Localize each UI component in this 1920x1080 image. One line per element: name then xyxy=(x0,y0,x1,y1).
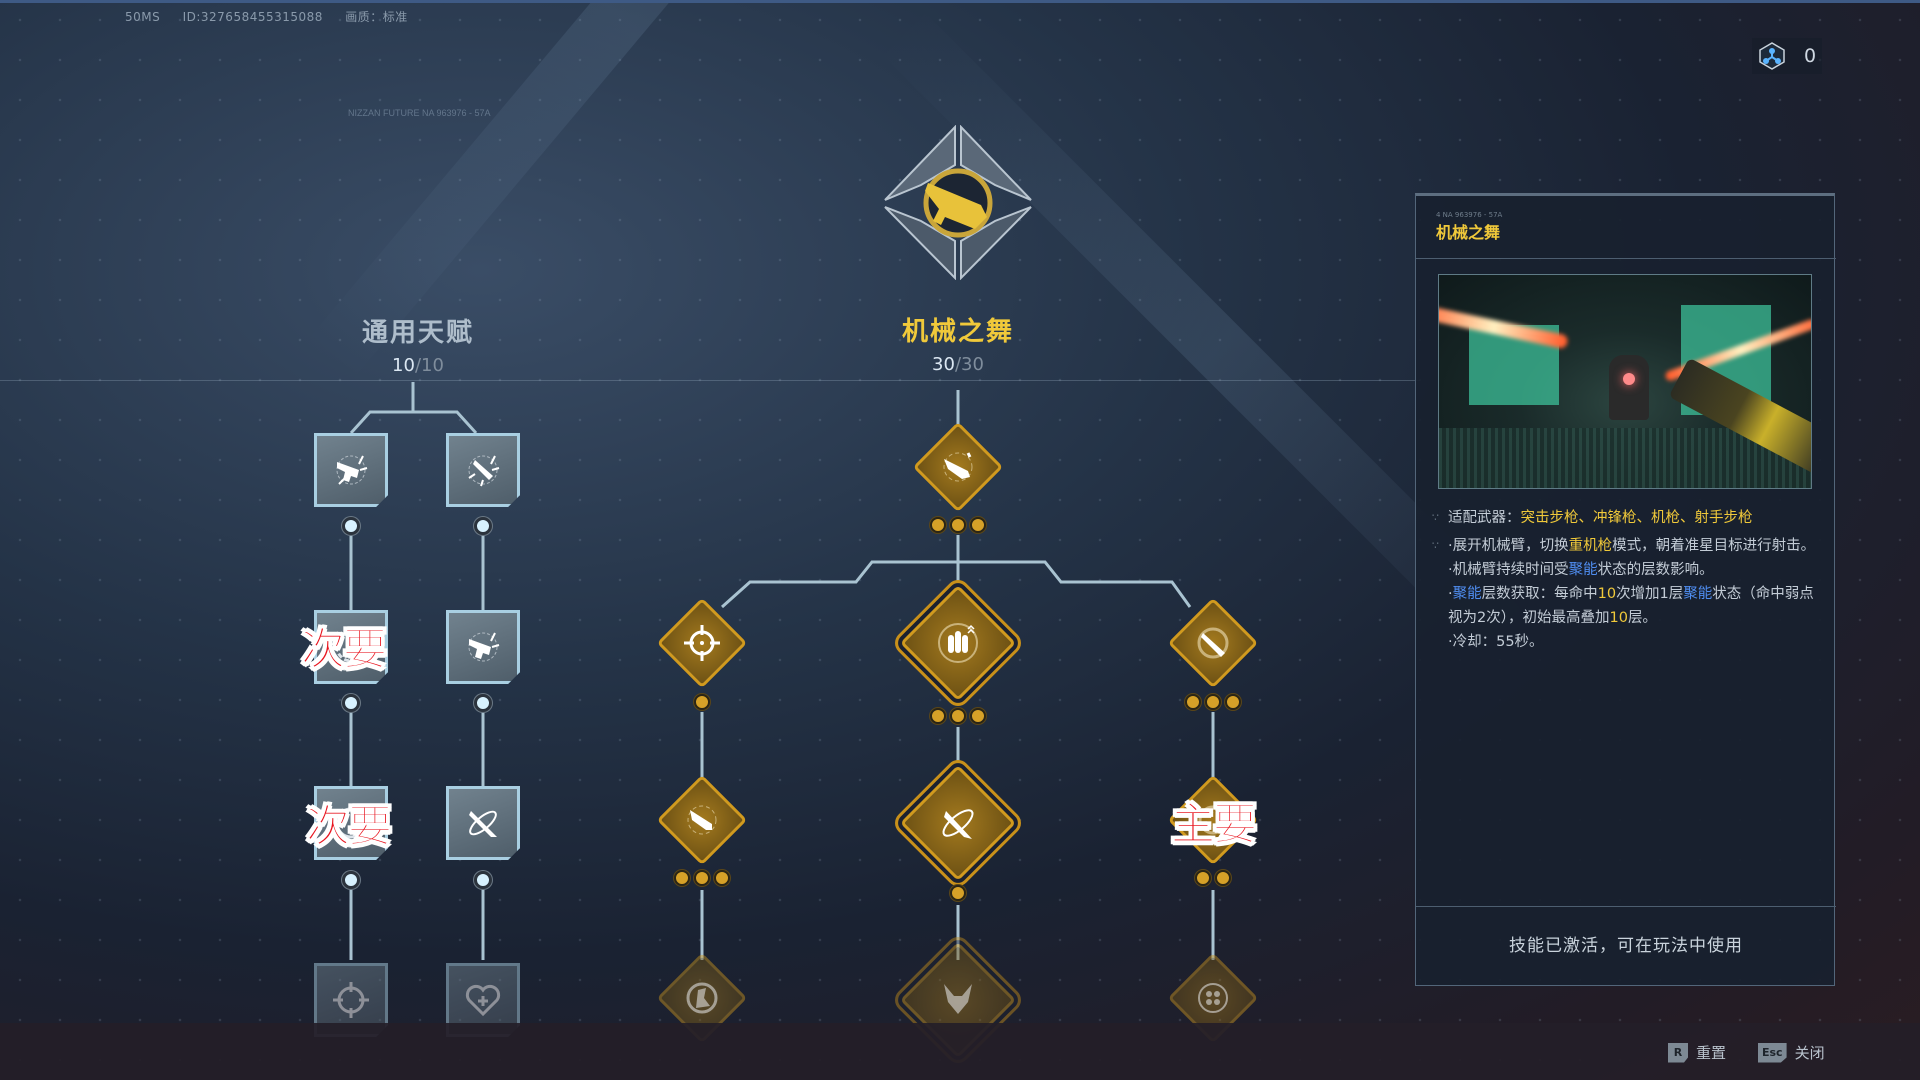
top-border xyxy=(0,0,1920,3)
level-dot xyxy=(1205,694,1221,710)
node-level-dot xyxy=(342,517,360,535)
level-dot xyxy=(694,870,710,886)
panel-code: 4 NA 963976 - 57A xyxy=(1436,211,1503,219)
general-node-pistol-burst[interactable] xyxy=(446,610,520,684)
bullets-icon xyxy=(938,623,978,663)
general-node-spinning-bullet[interactable] xyxy=(446,786,520,860)
heart-plus-icon xyxy=(465,984,501,1017)
crosshair-icon xyxy=(684,625,720,661)
node-level-dot xyxy=(342,694,360,712)
divider xyxy=(1416,258,1836,259)
node-level-dot xyxy=(474,694,492,712)
divider xyxy=(0,380,1420,381)
deco-text: NIZZAN FUTURE NA 963976 - 57A xyxy=(348,108,491,118)
level-dots-r3-left xyxy=(674,870,730,886)
cluster-icon xyxy=(1198,983,1228,1013)
level-dots-r2-mid xyxy=(930,708,986,724)
pistol-burst-icon xyxy=(336,455,368,485)
skill-detail-panel: 4 NA 963976 - 57A 机械之舞 适配武器：突击步枪、冲锋枪、机枪、… xyxy=(1415,193,1836,986)
reset-key: R xyxy=(1668,1042,1688,1063)
ring-icon xyxy=(335,807,367,839)
level-dot xyxy=(1225,694,1241,710)
pistol-burst-icon xyxy=(468,632,500,662)
priority-tag: 次要 xyxy=(301,624,388,676)
spinning-bullet-icon xyxy=(469,810,497,837)
general-node-pistol-burst[interactable] xyxy=(314,433,388,507)
spinning-bullet-icon xyxy=(942,809,974,839)
skill-preview-image xyxy=(1438,274,1812,489)
priority-tag: 次要 xyxy=(306,801,393,853)
target-icon xyxy=(1198,805,1228,835)
level-dot xyxy=(674,870,690,886)
level-dot xyxy=(714,870,730,886)
skill-tree-title: 机械之舞 xyxy=(901,317,1015,347)
general-tree-count: 10/10 xyxy=(392,355,444,376)
desc-line-2: ·机械臂持续时间受聚能状态的层数影响。 xyxy=(1448,562,1714,578)
status-bar: 50MS ID:327658455315088 画质：标准 xyxy=(125,8,426,25)
beast-icon xyxy=(686,982,718,1014)
ring-icon xyxy=(335,631,367,663)
general-node-ring[interactable] xyxy=(314,610,388,684)
level-dots-r2-left xyxy=(694,694,710,710)
level-dot xyxy=(930,708,946,724)
priority-tag: 主要 xyxy=(1171,799,1258,851)
general-node-bullet-burst[interactable] xyxy=(446,433,520,507)
skill-tree-header: 机械之舞 30/30 xyxy=(902,311,1014,375)
machine-gun-emblem-icon xyxy=(884,125,1032,280)
desc-line-3: ·聚能层数获取：每命中10次增加1层聚能状态（命中弱点视为2次），初始最高叠加1… xyxy=(1448,586,1814,626)
level-dots-r3-right xyxy=(1195,870,1231,886)
level-dot xyxy=(950,517,966,533)
bottom-bar xyxy=(0,1023,1920,1080)
level-dot xyxy=(930,517,946,533)
machine-gun-icon xyxy=(943,452,973,482)
general-tree-title: 通用天赋 xyxy=(361,318,475,348)
level-dot xyxy=(1215,870,1231,886)
node-level-dot xyxy=(342,871,360,889)
reset-label: 重置 xyxy=(1696,1044,1727,1062)
level-dots-root xyxy=(930,517,986,533)
talent-points-value: 0 xyxy=(1804,45,1817,67)
node-level-dot xyxy=(474,517,492,535)
reset-button[interactable]: R 重置 xyxy=(1668,1042,1726,1063)
skill-status: 技能已激活，可在玩法中使用 xyxy=(1509,936,1743,956)
gun-slash-icon xyxy=(1197,627,1229,659)
general-node-ring[interactable] xyxy=(314,786,388,860)
quality: 画质：标准 xyxy=(345,10,408,24)
level-dot xyxy=(1195,870,1211,886)
close-label: 关闭 xyxy=(1794,1044,1825,1062)
level-dot xyxy=(694,694,710,710)
talent-points: 0 xyxy=(1752,38,1822,74)
level-dot xyxy=(950,885,966,901)
skull-horns-icon xyxy=(944,984,972,1014)
level-dot xyxy=(950,708,966,724)
machine-gun-icon xyxy=(687,805,717,835)
level-dots-r3-mid xyxy=(950,885,966,901)
general-tree-header: 通用天赋 10/10 xyxy=(362,312,474,376)
level-dot xyxy=(970,708,986,724)
level-dots-r2-right xyxy=(1185,694,1241,710)
talent-point-icon xyxy=(1759,42,1785,70)
node-level-dot xyxy=(474,871,492,889)
skill-title: 机械之舞 xyxy=(1436,223,1501,242)
divider xyxy=(1416,906,1836,907)
level-dot xyxy=(1185,694,1201,710)
close-key: Esc xyxy=(1758,1042,1787,1063)
desc-line-4: ·冷却：55秒。 xyxy=(1448,634,1544,650)
close-button[interactable]: Esc 关闭 xyxy=(1758,1042,1825,1063)
ping: 50MS xyxy=(125,10,161,24)
player-id: ID:327658455315088 xyxy=(182,10,323,24)
crosshair-icon xyxy=(333,982,369,1018)
bullet-burst-icon xyxy=(468,455,500,487)
desc-line-1: ·展开机械臂，切换重机枪模式，朝着准星目标进行射击。 xyxy=(1432,534,1821,558)
skill-description: 适配武器：突击步枪、冲锋枪、机枪、射手步枪 ·展开机械臂，切换重机枪模式，朝着准… xyxy=(1432,506,1821,654)
weapons-line: 适配武器：突击步枪、冲锋枪、机枪、射手步枪 xyxy=(1432,506,1821,530)
skill-tree-count: 30/30 xyxy=(932,354,984,375)
level-dot xyxy=(970,517,986,533)
